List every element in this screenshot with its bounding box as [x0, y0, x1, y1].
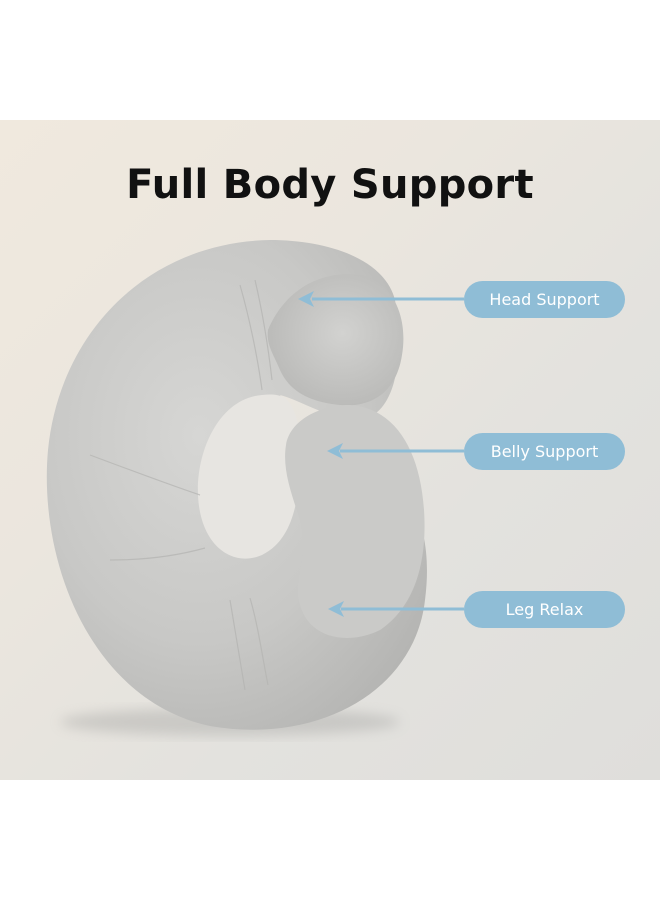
callout-belly-support: Belly Support [464, 433, 625, 470]
pillow-belly-lobe [285, 405, 425, 638]
callout-label: Leg Relax [505, 600, 584, 619]
callout-label: Head Support [489, 290, 600, 309]
arrow-leg-relax [328, 601, 464, 617]
page-title: Full Body Support [126, 162, 534, 208]
arrow-head-support [298, 291, 464, 307]
pillow-head-lobe [267, 274, 404, 406]
pillow-hole [197, 394, 302, 559]
callout-label: Belly Support [490, 442, 599, 461]
callout-head-support: Head Support [464, 281, 625, 318]
arrow-belly-support [327, 443, 464, 459]
callout-leg-relax: Leg Relax [464, 591, 625, 628]
